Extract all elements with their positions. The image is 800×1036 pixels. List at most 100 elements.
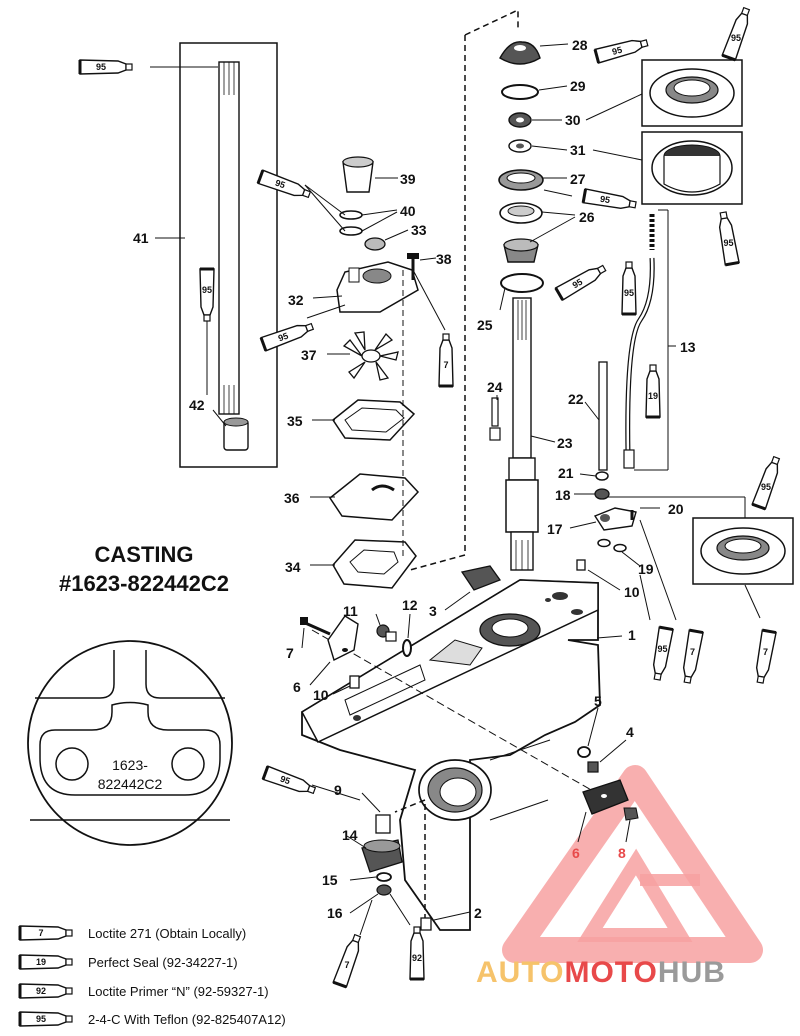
tube-label: 95 [279, 774, 292, 787]
callout-numbers: 1 2 3 4 5 6 6 7 8 9 10 10 11 12 13 14 15… [133, 37, 696, 921]
tube-label: 95 [277, 331, 290, 344]
callout-36: 36 [284, 490, 300, 506]
shift-parts [569, 209, 761, 621]
sealant-tube-95-j: 95 [620, 260, 638, 316]
callout-8: 8 [618, 845, 626, 861]
callout-7: 7 [286, 645, 294, 661]
legend-text: 2-4-C With Teflon (92-825407A12) [88, 1012, 286, 1027]
legend-tube-label: 92 [36, 986, 46, 996]
callout-23: 23 [557, 435, 573, 451]
sealant-tube-95-d: 95 [259, 318, 317, 353]
casting-inset-detail: 1623- 822442C2 [27, 640, 233, 846]
tube-label: 7 [690, 647, 695, 657]
sealant-tube-95-a: 95 [78, 58, 134, 76]
callout-16: 16 [327, 905, 343, 921]
tube-label: 95 [599, 194, 611, 206]
sealant-tube-19: 19 [644, 363, 662, 419]
tube-label: 95 [202, 285, 212, 295]
sealant-tube-95-c: 95 [198, 267, 216, 323]
tube-label: 95 [571, 277, 585, 291]
callout-30: 30 [565, 112, 581, 128]
tube-label: 95 [658, 644, 668, 654]
callout-26: 26 [579, 209, 595, 225]
callout-33: 33 [411, 222, 427, 238]
sealant-tube-95-h: 95 [714, 209, 741, 267]
legend-tube-label: 7 [38, 928, 43, 938]
seal-detail-boxes [585, 59, 794, 585]
callout-1: 1 [628, 627, 636, 643]
pinion-shaft-parts [409, 8, 576, 571]
tube-label: 95 [724, 238, 734, 248]
tube-label: 95 [611, 45, 623, 57]
callout-10b: 10 [313, 687, 329, 703]
sealant-tube-95-g: 95 [581, 187, 639, 214]
watermark-logo [502, 765, 763, 963]
sealant-tube-7-a: 7 [437, 332, 455, 388]
legend-tube-label: 19 [36, 957, 46, 967]
callout-6: 6 [293, 679, 301, 695]
callout-29: 29 [570, 78, 586, 94]
callout-21: 21 [558, 465, 574, 481]
callout-35: 35 [287, 413, 303, 429]
legend: 7 Loctite 271 (Obtain Locally) 19 Perfec… [18, 924, 286, 1028]
sealant-tube-92: 92 [408, 925, 426, 981]
legend-row-3: 92 Loctite Primer “N” (92-59327-1) [18, 982, 269, 1000]
sealant-tube-95-f: 95 [720, 4, 755, 62]
sealant-tube-95-k: 95 [750, 453, 785, 511]
inset-label-line2: 822442C2 [98, 776, 163, 792]
callout-32: 32 [288, 292, 304, 308]
callout-31: 31 [570, 142, 586, 158]
casting-number: #1623-822442C2 [59, 571, 229, 596]
legend-text: Loctite 271 (Obtain Locally) [88, 926, 246, 941]
driveshaft-group-41 [150, 42, 278, 468]
callout-11: 11 [343, 603, 358, 619]
sealant-tube-95-b: 95 [256, 168, 314, 203]
callout-41: 41 [133, 230, 149, 246]
callout-10: 10 [624, 584, 640, 600]
tube-label: 19 [648, 391, 658, 401]
callout-28: 28 [572, 37, 588, 53]
callout-39: 39 [400, 171, 416, 187]
watermark-auto: AUTO [476, 956, 564, 989]
callout-42: 42 [189, 397, 205, 413]
tube-label: 7 [763, 647, 768, 657]
callout-20: 20 [668, 501, 684, 517]
tube-label: 95 [96, 62, 106, 72]
inset-label-line1: 1623- [112, 757, 148, 773]
tube-label: 7 [344, 960, 349, 970]
legend-text: Perfect Seal (92-34227-1) [88, 955, 238, 970]
legend-tube-label: 95 [36, 1014, 46, 1024]
sealant-tube-7-b: 7 [678, 628, 705, 686]
callout-4: 4 [626, 724, 634, 740]
small-parts [300, 559, 639, 936]
sealant-tube-95-l: 95 [648, 625, 675, 683]
callout-34: 34 [285, 559, 301, 575]
callout-18: 18 [555, 487, 571, 503]
callout-19: 19 [638, 561, 654, 577]
callout-17: 17 [547, 521, 563, 537]
legend-text: Loctite Primer “N” (92-59327-1) [88, 984, 269, 999]
legend-row-1: 7 Loctite 271 (Obtain Locally) [18, 924, 246, 942]
callout-9: 9 [334, 782, 342, 798]
gearcase-housing [301, 579, 623, 931]
water-pump-parts [304, 156, 446, 589]
callout-14: 14 [342, 827, 358, 843]
tube-label: 7 [443, 360, 448, 370]
callout-37: 37 [301, 347, 317, 363]
callout-27: 27 [570, 171, 586, 187]
callout-25: 25 [477, 317, 493, 333]
watermark-text: AUTOMOTOHUB [476, 956, 726, 989]
callout-24: 24 [487, 379, 503, 395]
callout-12: 12 [402, 597, 418, 613]
watermark-moto: MOTO [564, 956, 657, 989]
callout-2: 2 [474, 905, 482, 921]
tube-label: 95 [624, 288, 634, 298]
tube-label: 95 [761, 482, 771, 492]
callout-40: 40 [400, 203, 416, 219]
casting-title: CASTING [95, 542, 194, 567]
watermark-hub: HUB [658, 956, 726, 989]
legend-row-2: 19 Perfect Seal (92-34227-1) [18, 953, 238, 971]
callout-13: 13 [680, 339, 696, 355]
callout-3: 3 [429, 603, 437, 619]
